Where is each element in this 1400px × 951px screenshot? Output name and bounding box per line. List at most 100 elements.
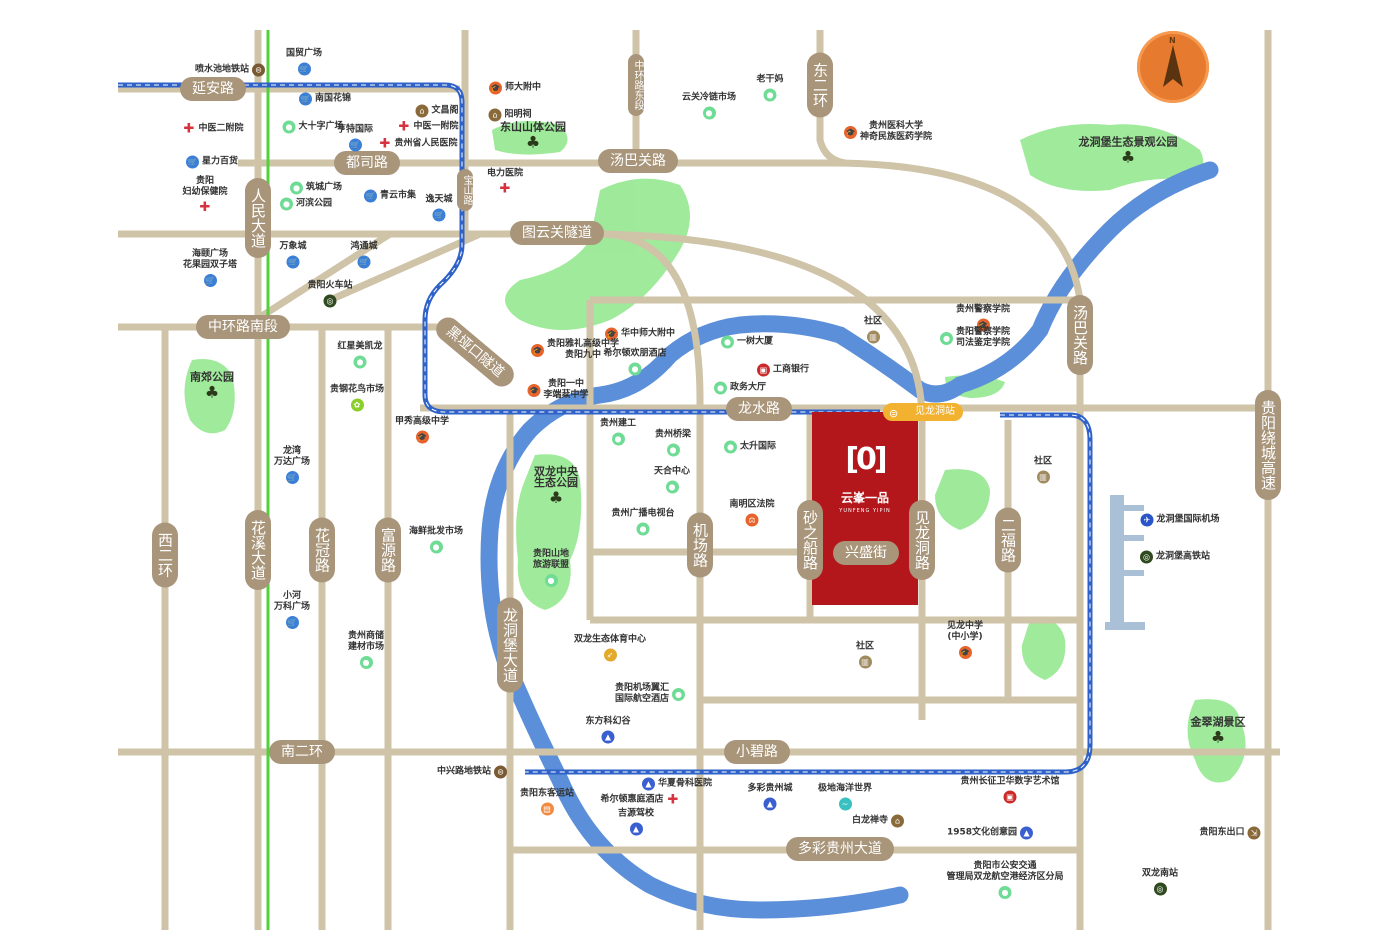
poi-landmark[interactable]: ●贵阳警察学院 司法鉴定学院 (939, 327, 1010, 349)
landmark-pin-icon: ● (628, 362, 642, 376)
poi-metro[interactable]: ⊜中兴路地铁站 (437, 765, 508, 779)
poi-market[interactable]: ✿贵钢花鸟市场 (330, 385, 384, 412)
poi-label: 社区 (1033, 456, 1053, 467)
poi-landmark[interactable]: ●贵州广播电视台 (611, 509, 675, 536)
poi-hospital[interactable]: ✚贵阳 妇幼保健院 (182, 176, 228, 214)
poi-shop[interactable]: 🛒龙湾 万达广场 (274, 446, 310, 484)
poi-label: 南明区法院 (729, 499, 775, 510)
poi-aquarium[interactable]: ~极地海洋世界 (818, 784, 872, 811)
poi-landmark[interactable]: ●贵州桥梁 (655, 430, 691, 457)
poi-school[interactable]: 🎓师大附中 (488, 81, 541, 95)
poi-label: 贵州建工 (599, 418, 637, 429)
poi-venue[interactable]: ▲吉源驾校 (618, 809, 654, 836)
poi-exit[interactable]: ⇲贵阳东出口 (1199, 826, 1261, 840)
poi-building[interactable]: ▥社区 (856, 642, 874, 669)
poi-school[interactable]: 🎓华中师大附中 (604, 327, 676, 341)
poi-landmark[interactable]: ●贵阳机场翼汇 国际航空酒店 (614, 683, 686, 705)
poi-landmark[interactable]: ●筑城广场 (289, 181, 342, 195)
poi-building[interactable]: ▥社区 (1034, 457, 1052, 484)
poi-landmark[interactable]: ●贵阳市公安交通 管理局双龙航空港经济区分局 (946, 861, 1064, 899)
poi-park[interactable]: ♣南郊公园 (190, 372, 234, 401)
poi-hospital[interactable]: ✚中医一附院 (397, 120, 459, 134)
poi-label: 贵州省人民医院 (394, 138, 458, 149)
poi-sport[interactable]: ➶双龙生态体育中心 (574, 635, 646, 662)
poi-temple[interactable]: ⌂文昌阁 (415, 104, 459, 118)
landmark-pin-icon: ● (429, 540, 443, 554)
poi-hospital[interactable]: ✚贵州省人民医院 (378, 137, 458, 151)
poi-hospital[interactable]: ✚希尔顿惠庭酒店 (600, 793, 680, 807)
park-dongshan (492, 121, 568, 155)
poi-venue[interactable]: ▲东方科幻谷 (585, 717, 631, 744)
poi-label: 贵州桥梁 (654, 429, 692, 440)
poi-building[interactable]: ▥社区 (864, 317, 882, 344)
project-yunfeng-yipin[interactable]: [0] 云峯一品 YUNFENG YIPIN (812, 412, 918, 605)
poi-park[interactable]: ♣龙洞堡生态景观公园 (1079, 137, 1178, 166)
poi-landmark[interactable]: ●贵州商储 建材市场 (348, 631, 384, 669)
poi-landmark[interactable]: ●天合中心 (654, 467, 690, 494)
poi-school[interactable]: 🎓贵州警察学院 (956, 305, 1010, 332)
poi-venue[interactable]: ▲多彩贵州城 (747, 784, 793, 811)
poi-metro[interactable]: ⊜喷水池地铁站 (195, 63, 266, 77)
poi-landmark[interactable]: ●云关冷链市场 (682, 93, 736, 120)
poi-label: 贵钢花鸟市场 (329, 384, 385, 395)
poi-temple[interactable]: ⌂白龙禅寺 (852, 814, 905, 828)
poi-landmark[interactable]: ●政务大厅 (713, 381, 766, 395)
poi-label: 老干妈 (756, 74, 784, 85)
shopping-cart-icon: 🛒 (432, 208, 446, 222)
poi-court[interactable]: ⚖南明区法院 (729, 499, 775, 527)
poi-school[interactable]: 🎓见龙中学 (中小学) (947, 621, 983, 659)
poi-bank[interactable]: ▣贵州长征卫华数字艺术馆 (960, 777, 1060, 804)
poi-landmark[interactable]: ●红星美凯龙 (337, 342, 383, 369)
poi-landmark[interactable]: ●太升国际 (723, 440, 777, 454)
poi-label: 太升国际 (739, 441, 777, 452)
poi-park[interactable]: ♣金翠湖景区 (1191, 717, 1246, 746)
poi-shop[interactable]: 🛒海颐广场 花果园双子塔 (183, 249, 237, 287)
poi-landmark[interactable]: ●河滨公园 (279, 197, 332, 211)
poi-temple[interactable]: ⌂阳明祠 (488, 108, 532, 122)
poi-landmark[interactable]: ●贵州建工 (600, 419, 636, 446)
poi-shop[interactable]: 🛒南国花锦 (298, 92, 351, 106)
poi-landmark[interactable]: ●希尔顿欢朋酒店 (603, 349, 667, 376)
poi-landmark[interactable]: ●大十字广场 (282, 120, 344, 134)
poi-landmark[interactable]: ●老干妈 (756, 74, 784, 102)
poi-train[interactable]: ◎贵阳火车站 (307, 281, 353, 308)
poi-shop[interactable]: 🛒小河 万科广场 (274, 591, 310, 629)
shopping-cart-icon: 🛒 (203, 274, 217, 287)
poi-landmark[interactable]: ●一树大厦 (720, 335, 773, 349)
poi-shop[interactable]: 🛒逸天城 (425, 195, 453, 222)
poi-landmark[interactable]: ●海鲜批发市场 (409, 527, 463, 554)
landmark-pin-icon: ● (939, 331, 953, 345)
poi-shop[interactable]: 🛒国贸广场 (286, 49, 322, 76)
poi-label: 华中师大附中 (620, 328, 676, 339)
landmark-pin-icon: ● (544, 574, 558, 587)
poi-shop[interactable]: 🛒青云市集 (363, 189, 416, 203)
poi-school[interactable]: 🎓贵州医科大学 神奇民族医药学院 (843, 121, 932, 143)
poi-school[interactable]: 🎓贵阳一中 李端棻中学 (527, 379, 589, 401)
river (480, 161, 1219, 919)
poi-landmark[interactable]: ●贵阳山地 旅游联盟 (533, 549, 569, 587)
road-label: 见龙洞路 (909, 500, 935, 580)
poi-bus[interactable]: ▤贵阳东客运站 (520, 789, 574, 816)
poi-venue[interactable]: ▲1958文化创意园 (947, 826, 1034, 840)
poi-bank[interactable]: ▣工商银行 (756, 363, 809, 377)
poi-shop[interactable]: 🛒星力百货 (185, 155, 238, 169)
bus-icon: ▤ (540, 802, 554, 816)
poi-train[interactable]: ◎龙洞堡高铁站 (1139, 550, 1210, 564)
jianlongdong-station-badge[interactable]: ⊜ 见龙洞站 (883, 403, 963, 421)
road-label: 花溪大道 (245, 510, 271, 590)
poi-train[interactable]: ◎双龙南站 (1142, 869, 1178, 896)
poi-label: 贵阳机场翼汇 国际航空酒店 (614, 683, 670, 704)
poi-hospital[interactable]: ✚中医二附院 (182, 122, 244, 136)
poi-shop[interactable]: 🛒亨特国际 (337, 125, 373, 152)
poi-shop[interactable]: 🛒鸿通城 (350, 242, 378, 269)
poi-shop[interactable]: 🛒万象城 (279, 242, 307, 269)
airplane-icon: ✈ (1140, 513, 1154, 527)
venue-icon: ▲ (601, 730, 615, 744)
poi-hospital[interactable]: ✚电力医院 (487, 169, 523, 196)
poi-venue[interactable]: ▲华夏骨科医院 (641, 777, 712, 791)
poi-airport[interactable]: ✈龙洞堡国际机场 (1140, 513, 1220, 527)
poi-park[interactable]: ♣东山山体公园 (500, 122, 566, 151)
poi-park[interactable]: ♣双龙中央 生态公园 (534, 466, 578, 506)
poi-school[interactable]: 🎓贵阳雅礼高级中学 贵阳九中 (530, 339, 619, 361)
poi-school[interactable]: 🎓甲秀高级中学 (395, 417, 449, 444)
